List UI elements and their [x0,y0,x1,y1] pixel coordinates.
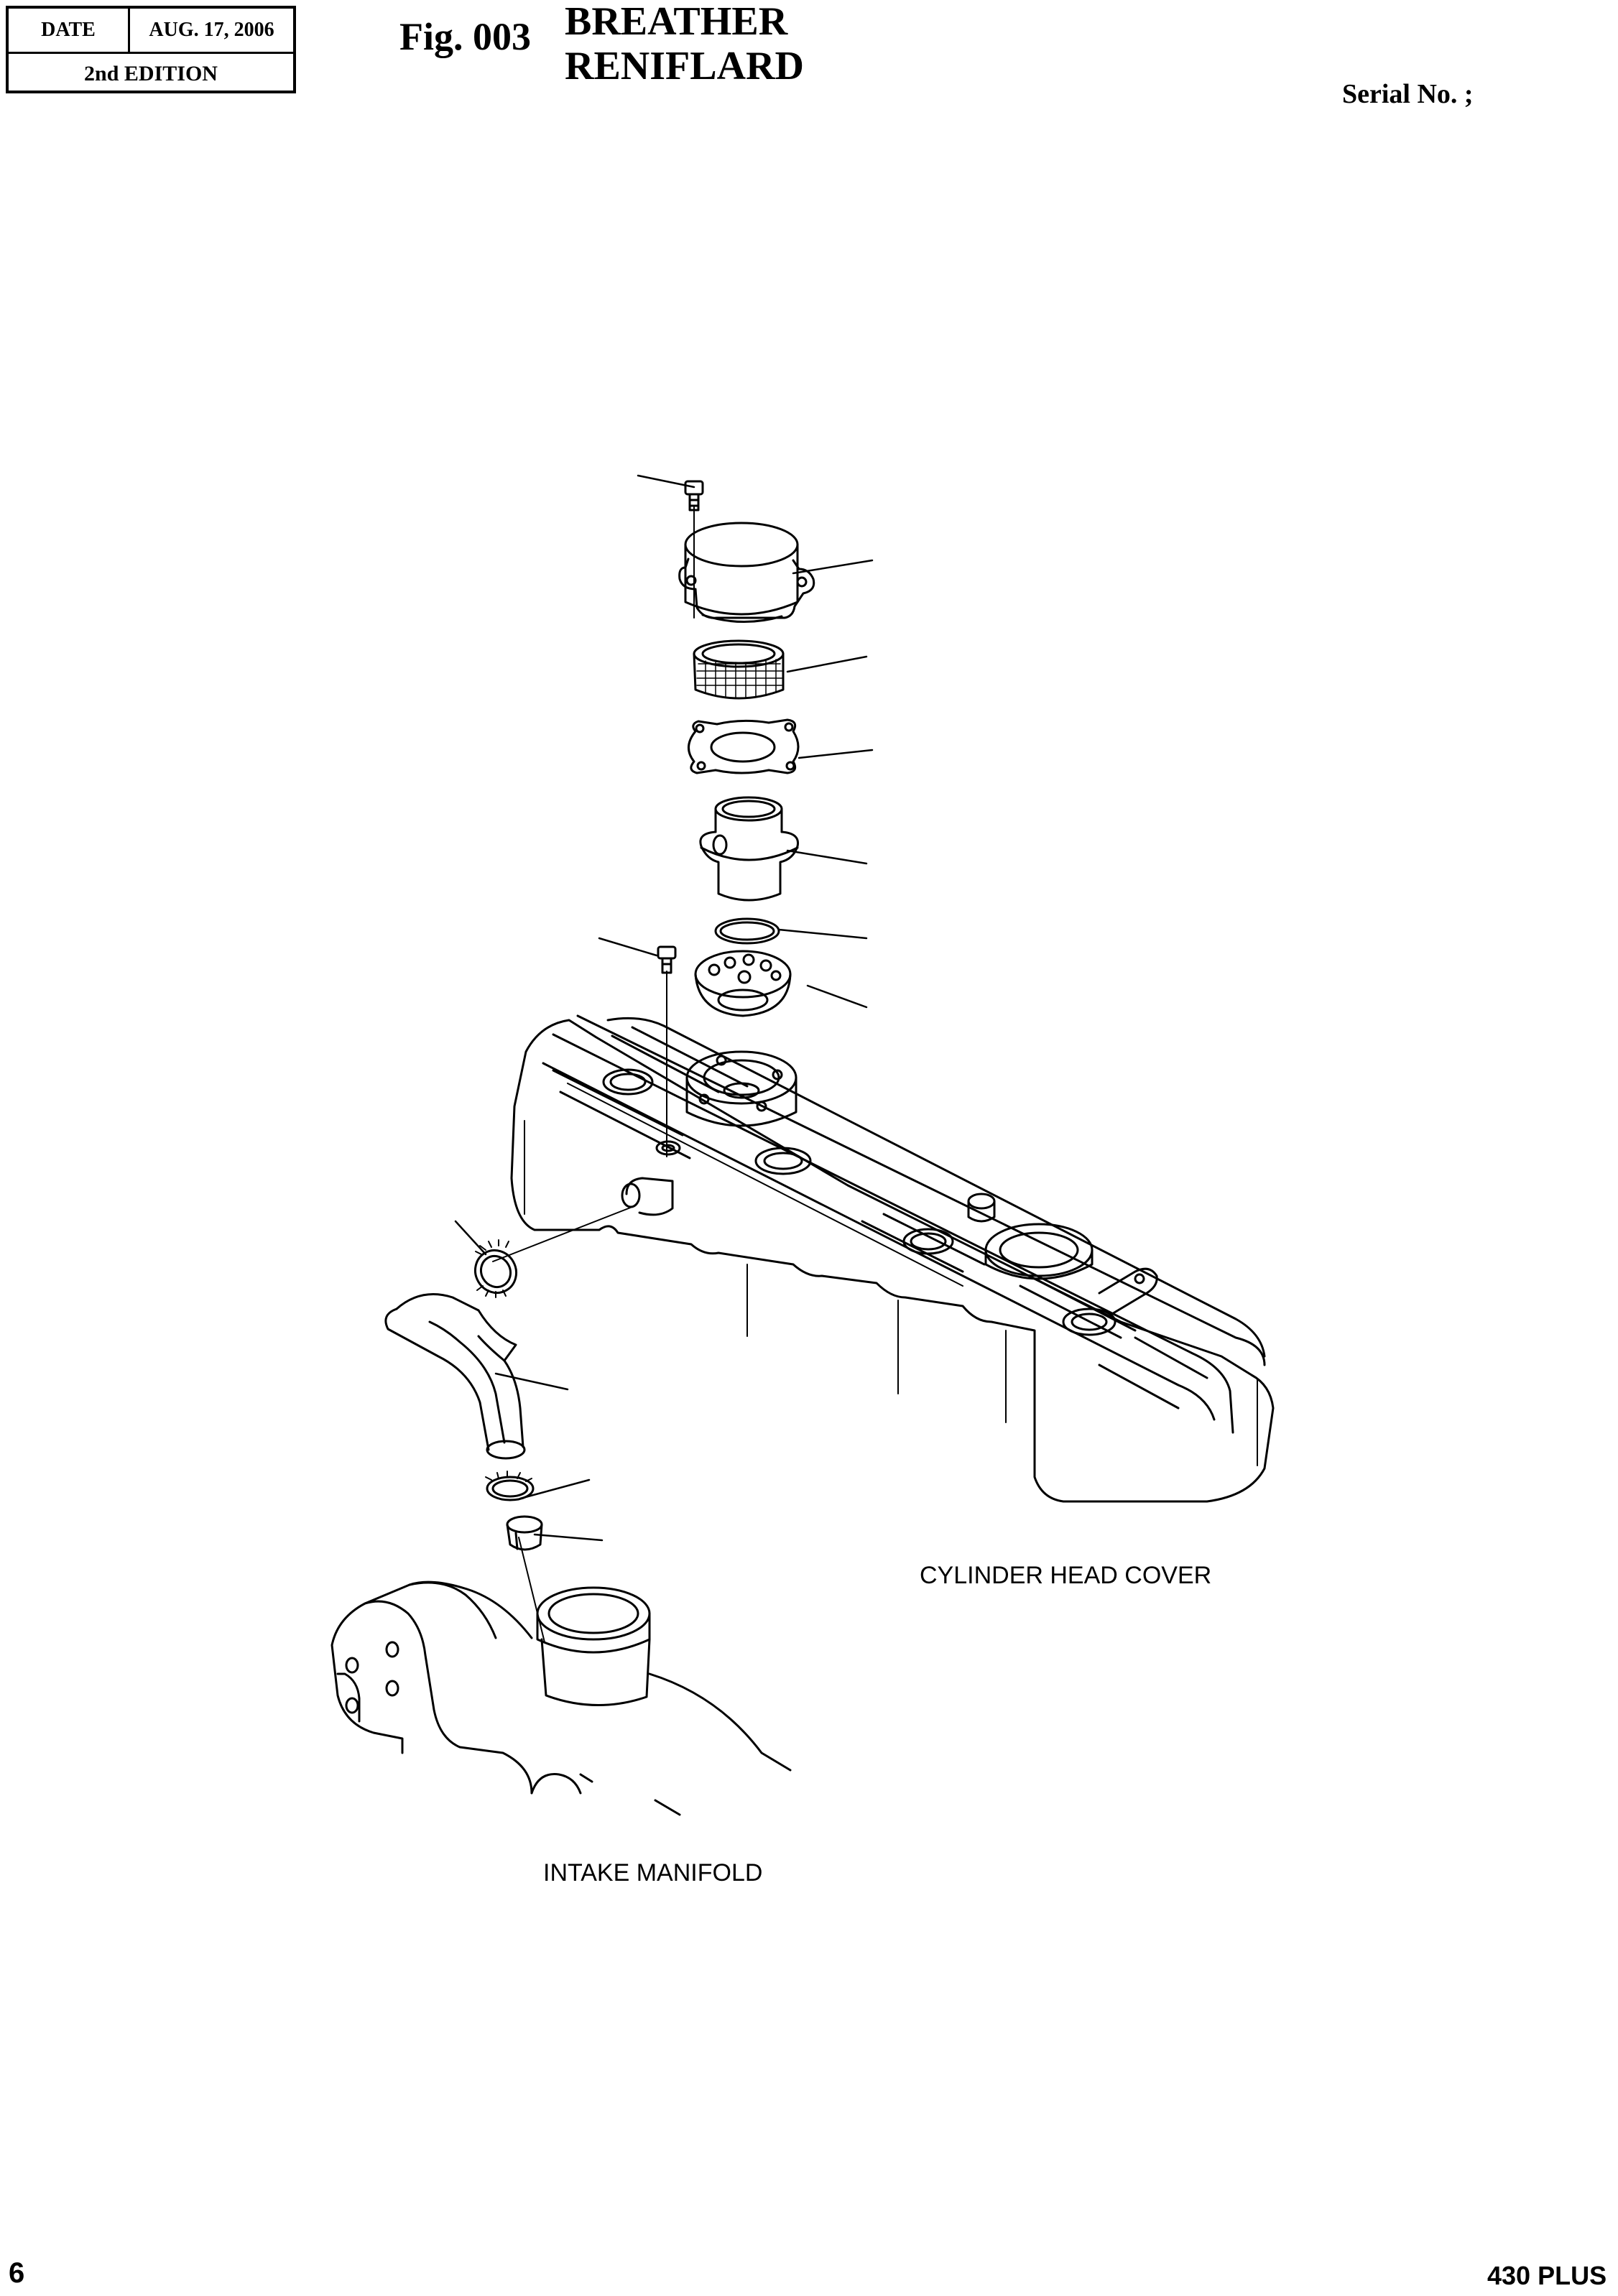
leader-line-gasket [798,749,874,759]
cylinder-head-cover-icon [510,1014,1275,1503]
title-english: BREATHER [565,0,788,44]
hose-clamp-lower-icon [485,1471,535,1501]
edition-label: 2nd EDITION [84,61,218,85]
gasket-icon [688,718,800,774]
o-ring-icon [714,917,780,945]
serial-number-label: Serial No. ; [1342,79,1474,109]
fitting-icon [506,1515,543,1551]
breather-cap-icon [678,522,815,624]
leader-line-baffle-plate [806,984,868,1009]
cylinder-head-cover-label: CYLINDER HEAD COVER [920,1562,1212,1589]
filter-element-icon [693,639,785,700]
leader-line-filter-element [786,655,868,673]
model-name: 430 PLUS [1487,2261,1607,2290]
leader-line-breather-body [786,849,868,865]
intake-manifold-icon [330,1580,792,1816]
date-label: DATE [9,9,130,52]
alignment-line-hose [492,1206,633,1262]
bolt-icon-top [684,480,704,511]
title-french: RENIFLARD [565,44,804,88]
intake-manifold-label: INTAKE MANIFOLD [543,1859,763,1887]
date-edition-box: DATE AUG. 17, 2006 2nd EDITION [6,6,296,93]
leader-line-hose-clamp-lower [519,1478,591,1500]
page-number: 6 [9,2257,25,2289]
alignment-lines [492,506,695,1643]
leader-line-hose-clamp-upper [454,1220,487,1256]
baffle-plate-icon [694,950,792,1017]
breather-body-icon [699,796,800,902]
leader-lines [454,474,874,1542]
leader-line-breather-hose [494,1372,569,1391]
alignment-line-fitting [518,1537,545,1643]
breather-hose-icon [384,1293,526,1460]
leader-line-fitting [533,1533,604,1542]
leader-line-breather-cap [792,559,874,575]
bolt-icon-lower [657,945,677,974]
hose-clamp-upper-icon [473,1239,518,1298]
leader-line-o-ring [777,928,868,940]
date-value: AUG. 17, 2006 [149,19,274,41]
leader-line-second-bolt [598,937,658,957]
figure-number: Fig. 003 [399,15,531,58]
date-row: DATE AUG. 17, 2006 [9,9,293,54]
